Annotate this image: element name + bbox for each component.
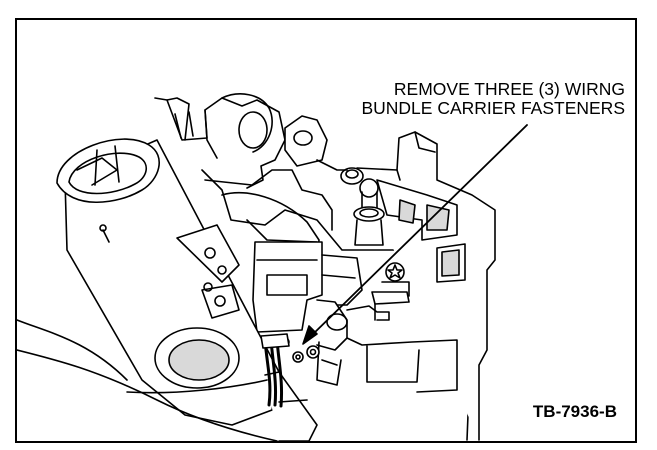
callout-line-2: BUNDLE CARRIER FASTENERS: [361, 98, 625, 118]
upper-bracket: [154, 93, 286, 189]
upper-lever: [284, 115, 348, 171]
figure-frame: REMOVE THREE (3) WIRNG BUNDLE CARRIER FA…: [15, 18, 637, 443]
lower-lever: [316, 291, 458, 393]
wiring-bundle: [17, 319, 290, 441]
callout-line-1: REMOVE THREE (3) WIRNG: [393, 79, 625, 99]
steering-column-tube: [56, 138, 280, 426]
callout-leader: [302, 124, 528, 345]
figure-id: TB-7936-B: [532, 402, 617, 421]
pivot-stud: [340, 167, 385, 246]
star-screw: [381, 262, 410, 297]
callout-label: REMOVE THREE (3) WIRNG BUNDLE CARRIER FA…: [315, 80, 625, 118]
steering-column-illustration: [17, 93, 528, 441]
lower-housing: [264, 371, 318, 441]
central-housing: [252, 241, 363, 333]
